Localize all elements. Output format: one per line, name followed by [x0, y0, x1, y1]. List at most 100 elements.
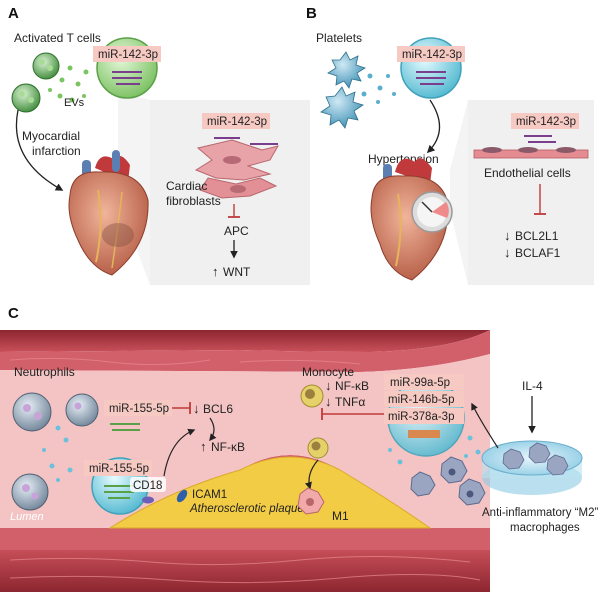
m2-macrophages-label-line1: Anti-inflammatory “M2” — [482, 507, 598, 519]
cd18-label: CD18 — [133, 480, 162, 492]
mirna-strand-icon-m2 — [408, 430, 440, 438]
neutrophil-1 — [12, 392, 52, 432]
mir155-box-bottom — [84, 460, 152, 476]
nfkb-right-down-arrow: ↓ — [325, 378, 332, 393]
bcl2l1-down-arrow: ↓ — [504, 228, 511, 243]
platelet-bottom — [320, 86, 364, 129]
tnfa-label: TNFα — [335, 395, 365, 409]
panel-a: A Activated T cells EVs miR-142-3p Myoca… — [8, 5, 310, 285]
wall-fiber-texture — [9, 357, 481, 584]
myocardial-infarction-label-line2: infarction — [32, 144, 81, 158]
platelet-top — [327, 51, 366, 89]
panel-b: B Platelets miR-142-3p Hypertension — [306, 5, 594, 285]
wnt-label: WNT — [223, 265, 251, 279]
arrow-dish-to-ev — [471, 402, 499, 449]
cardiac-fibroblasts-label-line2: fibroblasts — [166, 194, 221, 208]
mirna-box-b — [397, 46, 465, 62]
m2-macrophages-in-wall — [410, 456, 486, 506]
mirna-strand-icon-c1 — [110, 423, 140, 431]
activated-t-cells-label: Activated T cells — [14, 31, 101, 45]
cardiac-fibroblasts-illustration — [194, 137, 280, 199]
cd18-receptor-icon — [142, 496, 154, 504]
mirna-box-a-zoom — [202, 113, 270, 129]
arrow-monocyte-to-m1 — [304, 459, 319, 490]
mirna-label-b: miR-142-3p — [402, 49, 462, 61]
icam1-receptor-icon — [176, 489, 188, 503]
extracellular-vesicles — [48, 65, 89, 103]
evs-label: EVs — [64, 97, 85, 109]
bcl6-label: BCL6 — [203, 402, 233, 416]
bcl6-down-arrow: ↓ — [193, 401, 200, 416]
nfkb-right-label: NF-κB — [335, 379, 369, 393]
neutrophil-2 — [65, 393, 99, 427]
panel-b-zoom-background — [468, 100, 594, 285]
heart-illustration-a — [68, 150, 149, 276]
wnt-up-arrow: ↑ — [212, 264, 219, 279]
bcl2l1-label: BCL2L1 — [515, 229, 559, 243]
m2-macrophage-dish — [481, 440, 583, 495]
monocyte-label: Monocyte — [302, 365, 354, 379]
platelet-vesicles — [361, 73, 396, 104]
panel-c-letter: C — [8, 305, 19, 322]
arrow-to-heart-a — [15, 109, 64, 191]
panel-b-zoom-wedge — [450, 100, 468, 285]
m2-macrophages-label-line2: macrophages — [510, 522, 580, 534]
mir99a-box — [384, 374, 464, 390]
m2-vesicles — [388, 435, 481, 465]
nfkb-left-up-arrow: ↑ — [200, 439, 207, 454]
nfkb-left-label: NF-κB — [211, 440, 245, 454]
bclaf1-down-arrow: ↓ — [504, 245, 511, 260]
atherosclerotic-plaque — [108, 456, 432, 529]
mir378a-box — [384, 408, 464, 424]
mirna-label-a-zoom: miR-142-3p — [207, 116, 267, 128]
panel-c: C Atherosclerotic plaque Neutrophils Lum… — [0, 305, 598, 592]
mirna-label-a: miR-142-3p — [98, 49, 158, 61]
tnfa-down-arrow: ↓ — [325, 394, 332, 409]
endothelial-cells-label: Endothelial cells — [484, 166, 571, 180]
arrow-bcl6-to-nfkb — [209, 417, 217, 442]
apc-label: APC — [224, 224, 249, 238]
vessel-wall-top — [0, 330, 490, 352]
pressure-gauge-icon — [411, 191, 453, 233]
platelets-label: Platelets — [316, 31, 362, 45]
lumen-label: Lumen — [10, 511, 44, 523]
mirna-strand-icon — [112, 71, 142, 85]
mirna-strand-icon-c2 — [104, 485, 134, 499]
myocardial-infarction-label-line1: Myocardial — [22, 129, 80, 143]
arrow-ev-to-endothelium — [163, 428, 196, 477]
mirna-strand-icon-b — [416, 71, 446, 85]
cardiac-fibroblasts-label-line1: Cardiac — [166, 179, 207, 193]
mir155-label-top: miR-155-5p — [109, 403, 169, 415]
monocyte-migrating — [307, 437, 329, 459]
mirna-label-b-zoom: miR-142-3p — [516, 116, 576, 128]
mir378a-label: miR-378a-3p — [388, 411, 454, 423]
monocyte-cell — [300, 384, 324, 408]
cd18-badge — [130, 477, 166, 492]
t-cell-top — [32, 52, 60, 80]
vessel-intima-top — [0, 330, 490, 372]
mir155-box-top — [104, 400, 172, 416]
mir146b-box — [384, 391, 464, 407]
vessel-wall-bottom — [0, 548, 490, 592]
mirna-strand-icon-b-zoom — [524, 135, 556, 143]
m1-macrophage — [297, 487, 325, 515]
endothelial-cells-illustration — [473, 147, 589, 159]
bclaf1-label: BCLAF1 — [515, 246, 561, 260]
mirna-box-a — [93, 46, 161, 62]
arrow-to-heart-b — [426, 99, 441, 154]
mir146b-label: miR-146b-5p — [388, 394, 454, 406]
mir99a-label: miR-99a-5p — [390, 377, 450, 389]
panel-b-letter: B — [306, 5, 317, 22]
mir155-label-bottom: miR-155-5p — [89, 463, 149, 475]
mirna-box-b-zoom — [511, 113, 579, 129]
neutrophil-3 — [11, 473, 49, 511]
t-cell-bottom — [11, 83, 41, 113]
il4-label: IL-4 — [522, 379, 543, 393]
m1-label: M1 — [332, 509, 349, 523]
icam1-label: ICAM1 — [192, 489, 227, 501]
neutrophil-vesicles — [42, 425, 73, 482]
panel-a-letter: A — [8, 5, 19, 22]
neutrophils-label: Neutrophils — [14, 365, 75, 379]
plaque-label: Atherosclerotic plaque — [189, 503, 304, 515]
